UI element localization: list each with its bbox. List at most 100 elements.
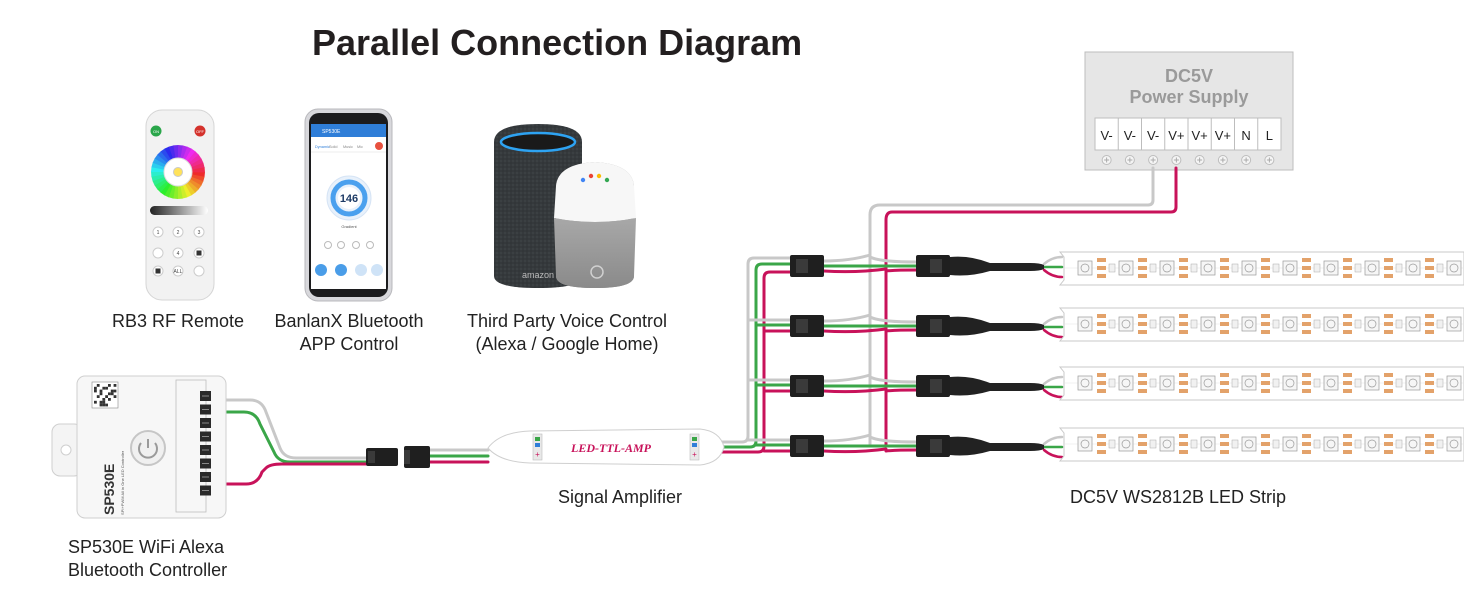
branch-connectors [790, 255, 1044, 457]
led-chip [1200, 436, 1216, 452]
app-button [371, 264, 383, 276]
app-button [315, 264, 327, 276]
led-chip [1446, 260, 1462, 276]
app-label: BanlanX Bluetooth APP Control [274, 311, 424, 354]
amplifier-label: Signal Amplifier [557, 487, 683, 507]
led-strip [1058, 427, 1464, 462]
app-tab: Dynamic [315, 145, 330, 149]
voice-control-label: Third Party Voice Control (Alexa / Googl… [466, 311, 668, 354]
strip-pigtail [950, 316, 1044, 336]
led-chip [1118, 260, 1134, 276]
svg-text:1: 1 [157, 230, 160, 236]
svg-text:2: 2 [177, 230, 180, 236]
led-chip [1282, 316, 1298, 332]
wiring [223, 166, 1178, 486]
terminal-label: V+ [1168, 128, 1184, 143]
led-chip [1118, 436, 1134, 452]
terminal-label: V- [1147, 128, 1159, 143]
led-chip [1077, 260, 1093, 276]
svg-text:ON: ON [153, 129, 159, 134]
svg-text:+: + [535, 450, 540, 459]
led-chip [1364, 316, 1380, 332]
led-chip [1159, 436, 1175, 452]
app-button [335, 264, 347, 276]
remote-key [193, 265, 205, 277]
led-chip [1077, 375, 1093, 391]
led-chip [1241, 375, 1257, 391]
amplifier-model: LED-TTL-AMP [570, 441, 652, 455]
controller-model: SP530E [101, 464, 117, 515]
led-chip [1118, 316, 1134, 332]
svg-text:4: 4 [177, 251, 180, 257]
google-dot-red [588, 173, 594, 179]
led-chip [1446, 436, 1462, 452]
led-chip [1405, 436, 1421, 452]
speaker-brand: amazon [522, 270, 554, 280]
svg-text:+: + [692, 450, 697, 459]
app-bottom-buttons [315, 264, 383, 276]
remote-key [152, 247, 164, 259]
app-tab: Music [343, 145, 353, 149]
led-chip [1364, 436, 1380, 452]
led-chip [1446, 375, 1462, 391]
alexa-light-ring [499, 131, 577, 153]
led-chip [1405, 316, 1421, 332]
app-icon [337, 241, 345, 249]
led-chip [1323, 375, 1339, 391]
led-chip [1200, 316, 1216, 332]
led-chip [1282, 436, 1298, 452]
controller-label: SP530E WiFi Alexa Bluetooth Controller [68, 537, 228, 580]
led-strip [1058, 307, 1464, 342]
color-wheel [151, 145, 205, 199]
led-chip [1446, 316, 1462, 332]
led-chip [1405, 260, 1421, 276]
terminal-label: V+ [1191, 128, 1207, 143]
controller-subtitle: SPI+PWM All in One LED Controller [120, 450, 125, 515]
led-chip [1077, 436, 1093, 452]
app-icon [366, 241, 374, 249]
led-strips [1058, 251, 1464, 462]
on-button [150, 125, 162, 137]
led-chip [1118, 375, 1134, 391]
remote-key [172, 265, 184, 277]
app-icon [352, 241, 360, 249]
terminal-label: N [1241, 128, 1250, 143]
led-chip [1159, 260, 1175, 276]
power-supply-voltage: DC5V [1165, 66, 1213, 86]
brightness-slider [150, 206, 208, 215]
led-chip [1282, 260, 1298, 276]
led-strip [1058, 366, 1464, 401]
led-chip [1282, 375, 1298, 391]
terminal-label: V- [1124, 128, 1136, 143]
page-title: Parallel Connection Diagram [312, 22, 803, 63]
led-strip [1058, 251, 1464, 286]
led-chip [1200, 260, 1216, 276]
remote-key [172, 247, 184, 259]
app-power-icon [375, 142, 383, 150]
led-chip [1241, 260, 1257, 276]
remote-key [152, 226, 164, 238]
smart-speakers: amazon [494, 124, 636, 288]
remote-label: RB3 RF Remote [111, 311, 245, 331]
qr-code-icon [91, 381, 119, 409]
remote-keypad: 1 2 3 4 [152, 226, 205, 277]
led-chip [1364, 375, 1380, 391]
svg-text:3: 3 [198, 230, 201, 236]
app-mode-name: Gradient [341, 224, 357, 229]
strip-pigtail [950, 436, 1044, 456]
led-chip [1323, 260, 1339, 276]
terminal-label: L [1266, 128, 1273, 143]
off-button [194, 125, 206, 137]
led-strip-label: DC5V WS2812B LED Strip [1069, 487, 1287, 507]
controller-terminal-block [200, 391, 211, 496]
remote-key [193, 226, 205, 238]
led-chip [1323, 316, 1339, 332]
app-tab: Mic [357, 145, 363, 149]
led-chip [1159, 375, 1175, 391]
terminal-label: V+ [1215, 128, 1231, 143]
google-dot-blue [580, 177, 586, 183]
led-chip [1364, 260, 1380, 276]
